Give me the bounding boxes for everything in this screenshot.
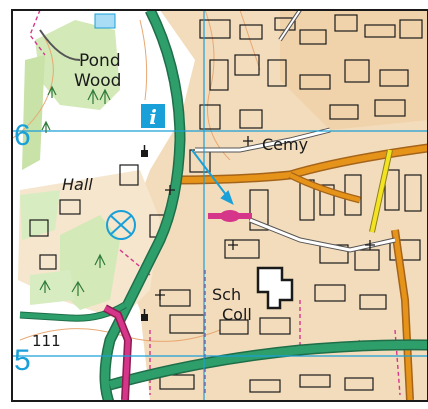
left-margin — [0, 0, 12, 409]
grid-label-5: 5 — [14, 344, 31, 377]
grid-lines — [0, 10, 428, 400]
top-margin — [0, 0, 428, 10]
church-icon — [141, 145, 148, 321]
label-cemetery: Cemy — [262, 135, 308, 154]
b-road — [369, 149, 393, 233]
school-building — [256, 266, 294, 310]
pink-road — [103, 304, 133, 401]
map-border-top — [11, 9, 428, 402]
primary-road — [19, 7, 428, 408]
water — [94, 13, 116, 29]
info-icon[interactable]: i — [141, 104, 165, 129]
label-school-2: Coll — [222, 305, 252, 324]
label-school-1: Sch — [212, 285, 241, 304]
arrow-icon — [191, 149, 234, 206]
bottom-margin — [0, 401, 428, 409]
label-road-number: 111 — [32, 332, 61, 350]
viewpoint-icon — [106, 210, 136, 240]
cross-symbols — [155, 136, 375, 300]
svg-text:i: i — [149, 105, 157, 129]
label-wood: Wood — [74, 71, 121, 91]
label-hall: Hall — [62, 175, 93, 194]
roundabout-marker — [208, 210, 252, 222]
grid-label-6: 6 — [14, 119, 31, 152]
label-pond: Pond — [79, 51, 121, 71]
tree-icon — [39, 85, 111, 296]
